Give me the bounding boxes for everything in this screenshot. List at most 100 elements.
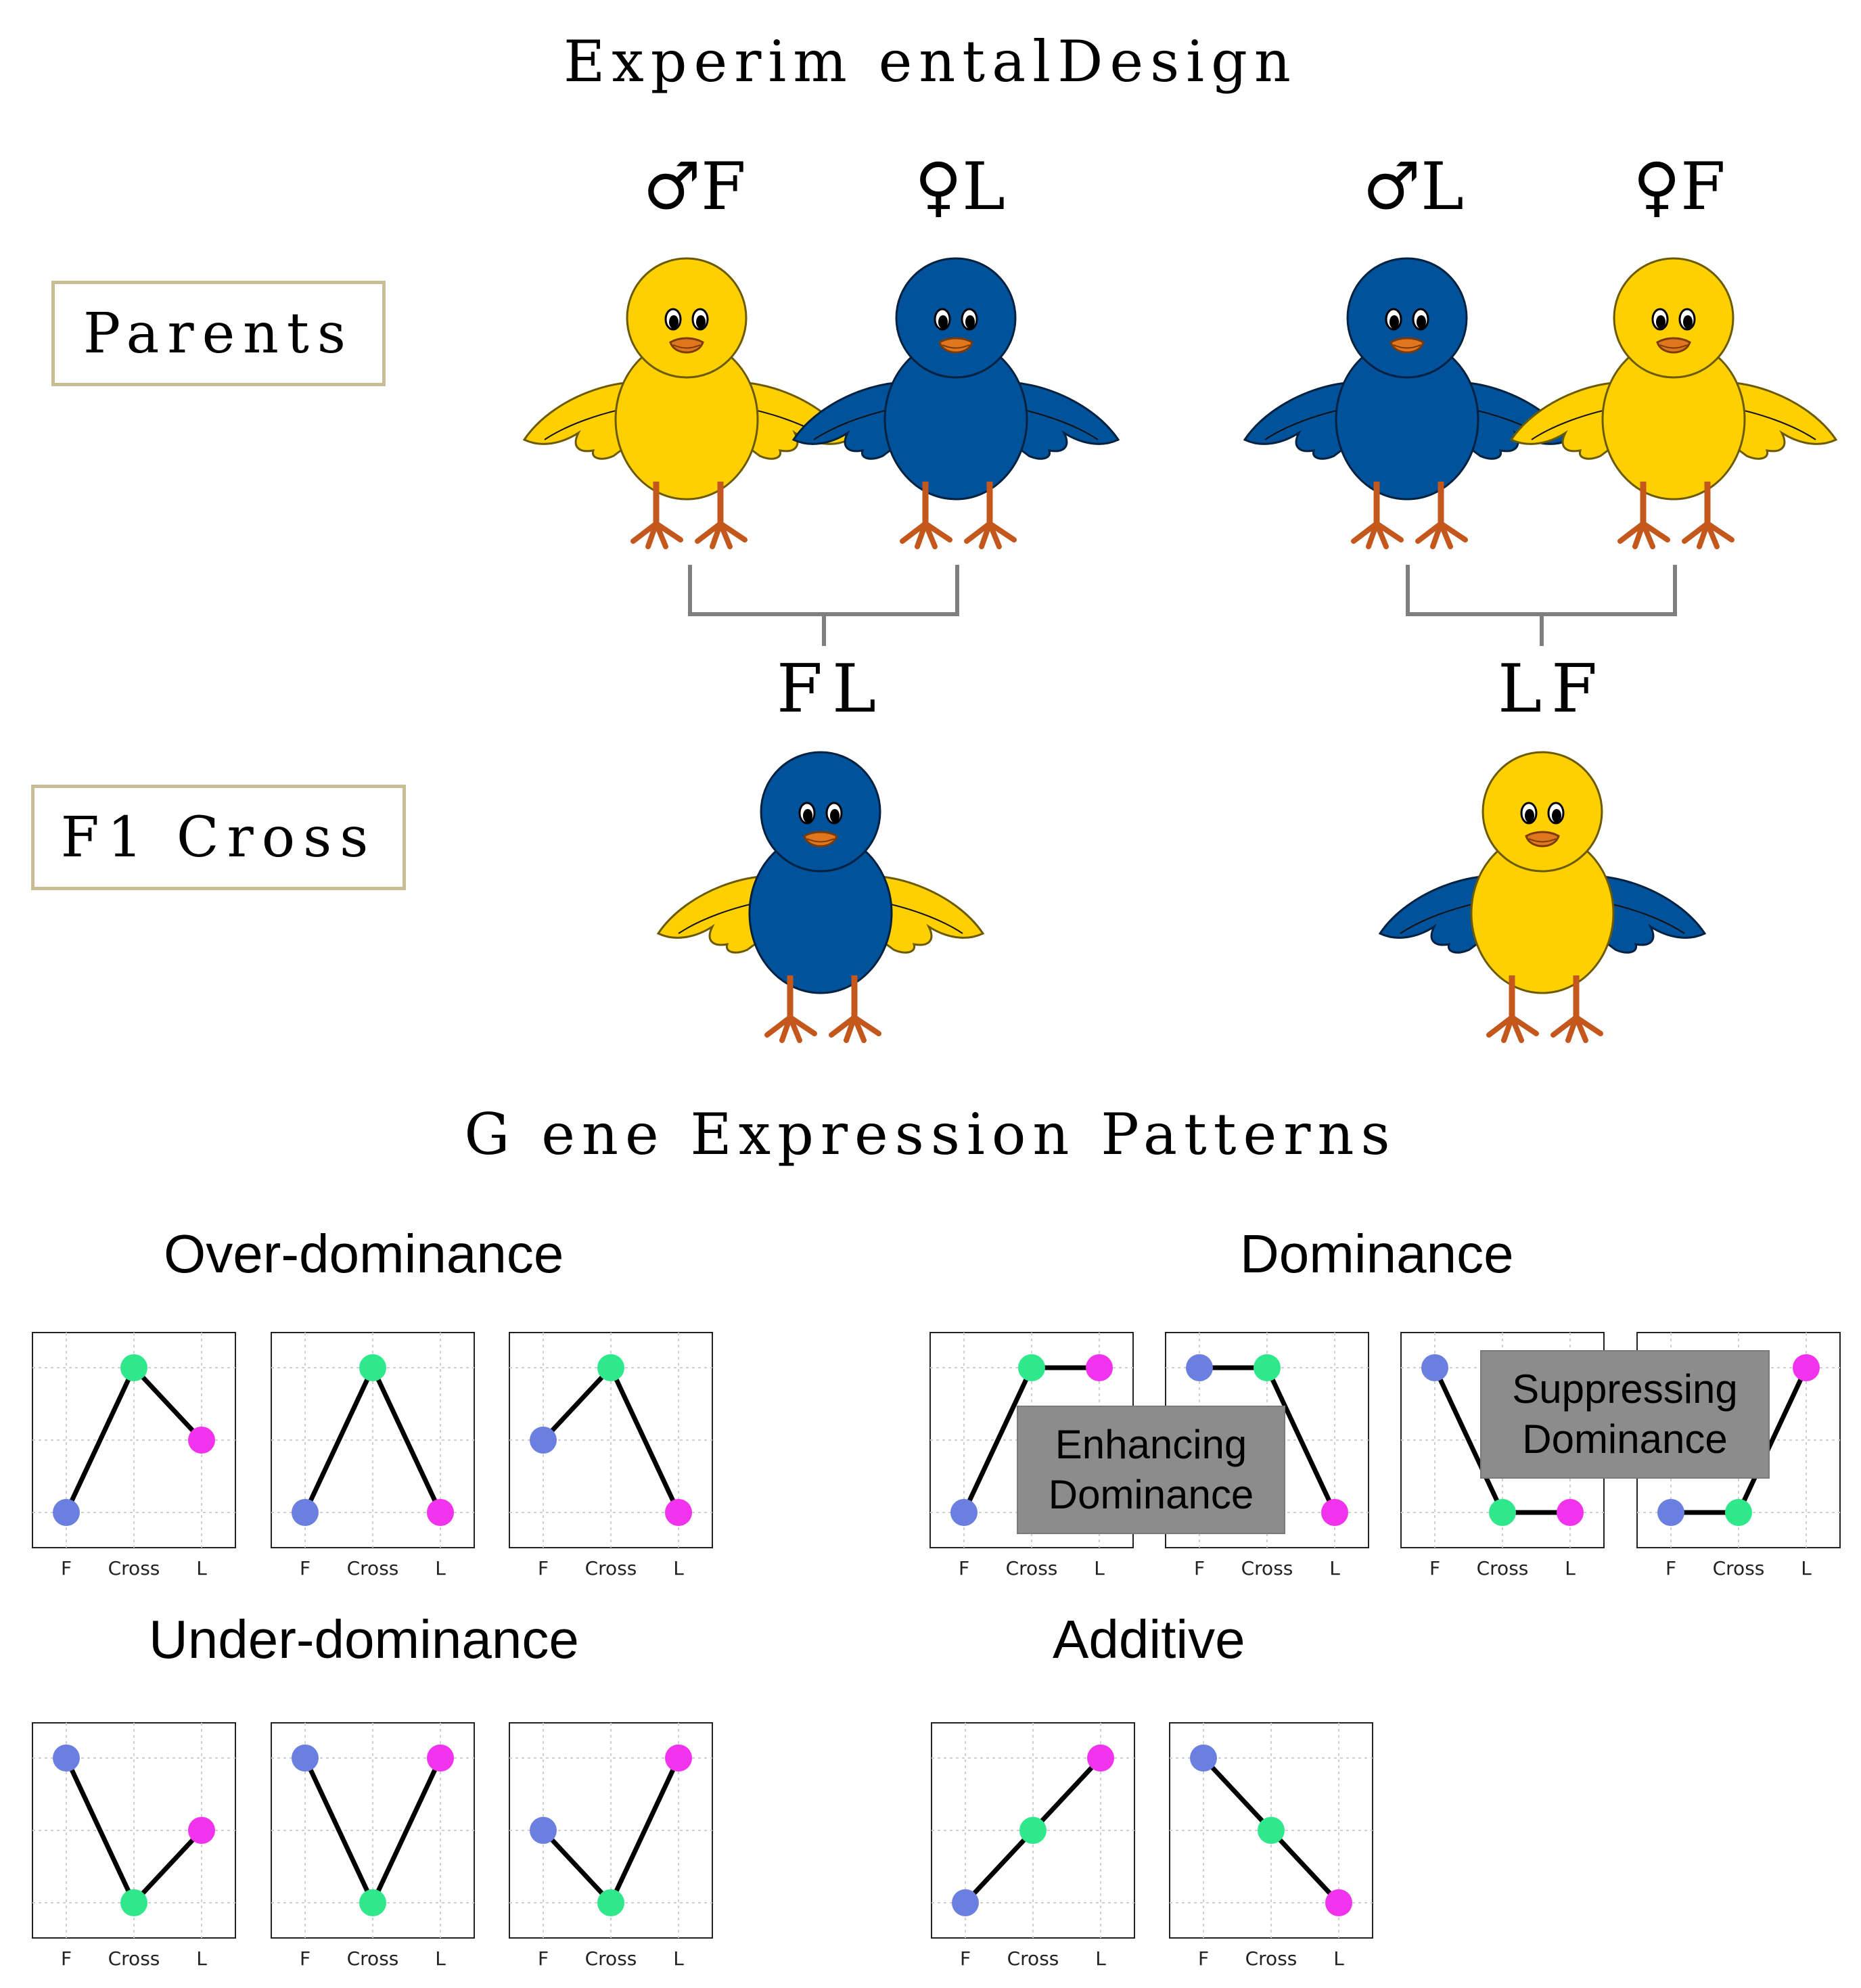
bird-f1-lf <box>1379 751 1706 1040</box>
plot-tick-label: F <box>1198 1947 1209 1970</box>
bird-f1-fl <box>657 751 984 1040</box>
plot-point-cross <box>359 1889 386 1916</box>
plot-point-l <box>427 1744 454 1772</box>
plot-tick-label: Cross <box>1713 1557 1765 1579</box>
plot-point-l <box>665 1744 692 1772</box>
plot-point-f <box>53 1744 80 1772</box>
plot-point-cross <box>1725 1499 1752 1526</box>
plot-tick-label: Cross <box>585 1557 637 1579</box>
plot-point-f <box>530 1817 557 1844</box>
plot-point-f <box>1190 1744 1217 1772</box>
plot-tick-label: F <box>538 1947 549 1970</box>
f1-cross-label: F1 Cross <box>60 805 377 870</box>
plot-tick-label: F <box>300 1557 311 1579</box>
plot-point-f <box>292 1744 319 1772</box>
bird-parent-female-l <box>792 257 1120 547</box>
plot-tick-label: L <box>1095 1947 1106 1970</box>
plot-point-l <box>427 1499 454 1526</box>
underdominance-heading: Under-dominance <box>149 1609 579 1669</box>
enhancing-dominance-callout: Enhancing Dominance <box>1017 1406 1285 1534</box>
plot-point-f <box>1421 1354 1448 1381</box>
cross-label-lf: LF <box>1498 651 1607 728</box>
enhancing-line2: Dominance <box>1048 1472 1254 1517</box>
parent-sex-male-l: ♂L <box>1362 149 1464 225</box>
plot-tick-label: Cross <box>347 1947 399 1970</box>
plot-point-cross <box>359 1354 386 1381</box>
plot-tick-label: F <box>61 1947 72 1970</box>
plot-tick-label: F <box>960 1947 971 1970</box>
plot-tick-label: L <box>435 1557 446 1579</box>
plot-point-f <box>53 1499 80 1526</box>
bird-parent-male-f <box>523 257 850 547</box>
plot-tick-label: F <box>300 1947 311 1970</box>
plot-tick-label: Cross <box>108 1557 160 1579</box>
plot-point-l <box>665 1499 692 1526</box>
suppressing-dominance-callout: Suppressing Dominance <box>1480 1350 1770 1479</box>
plot-tick-label: L <box>1333 1947 1344 1970</box>
plot-point-l <box>188 1427 215 1454</box>
plot-tick-label: L <box>435 1947 446 1970</box>
plot-point-f <box>292 1499 319 1526</box>
plot-point-l <box>188 1817 215 1844</box>
plot-point-cross <box>1254 1354 1281 1381</box>
plot-point-f <box>530 1427 557 1454</box>
parent-sex-male-f: ♂F <box>643 149 746 225</box>
dominance-heading: Dominance <box>1240 1224 1514 1284</box>
plot-point-cross <box>1019 1817 1047 1844</box>
plot-point-cross <box>120 1354 147 1381</box>
plot-tick-label: Cross <box>585 1947 637 1970</box>
plot-tick-label: L <box>1801 1557 1812 1579</box>
plot-point-l <box>1087 1744 1114 1772</box>
plot-point-l <box>1321 1499 1348 1526</box>
plot-point-cross <box>1489 1499 1516 1526</box>
birds-illustration <box>523 257 1837 1055</box>
plot-tick-label: F <box>1665 1557 1676 1579</box>
plot-tick-label: F <box>61 1557 72 1579</box>
plot-point-l <box>1793 1354 1820 1381</box>
gene-expression-patterns-title: G ene Expression Patterns <box>464 1101 1397 1168</box>
additive-heading: Additive <box>1053 1609 1245 1669</box>
plot-tick-label: F <box>1429 1557 1440 1579</box>
plot-tick-label: Cross <box>108 1947 160 1970</box>
plot-tick-label: Cross <box>1007 1947 1059 1970</box>
parents-label-box: Parents <box>51 281 386 386</box>
suppressing-line1: Suppressing <box>1512 1366 1738 1412</box>
overdominance-heading: Over-dominance <box>164 1224 564 1284</box>
plot-point-cross <box>597 1354 624 1381</box>
plot-point-l <box>1086 1354 1113 1381</box>
plot-tick-label: L <box>1329 1557 1340 1579</box>
plot-point-l <box>1557 1499 1584 1526</box>
plot-tick-label: F <box>538 1557 549 1579</box>
plot-point-f <box>1186 1354 1213 1381</box>
plot-tick-label: F <box>1194 1557 1205 1579</box>
plot-point-cross <box>597 1889 624 1916</box>
suppressing-line2: Dominance <box>1522 1416 1728 1462</box>
bracket-fl <box>688 565 959 646</box>
plot-tick-label: L <box>673 1557 684 1579</box>
f1-cross-label-box: F1 Cross <box>31 785 406 890</box>
plot-tick-label: F <box>959 1557 969 1579</box>
plot-tick-label: L <box>196 1557 207 1579</box>
plot-point-l <box>1325 1889 1352 1916</box>
plot-point-f <box>1657 1499 1684 1526</box>
plot-point-cross <box>1018 1354 1045 1381</box>
plot-tick-label: L <box>1565 1557 1576 1579</box>
plot-point-f <box>952 1889 979 1916</box>
plot-point-cross <box>1258 1817 1285 1844</box>
bird-parent-female-f <box>1510 257 1837 547</box>
plot-tick-label: L <box>1094 1557 1105 1579</box>
parent-sex-female-l: ♀L <box>915 149 1005 225</box>
enhancing-line1: Enhancing <box>1055 1422 1247 1467</box>
plot-tick-label: Cross <box>1245 1947 1297 1970</box>
experimental-design-title: Experim entalDesign <box>564 28 1297 95</box>
plot-point-f <box>950 1499 978 1526</box>
plot-tick-label: L <box>196 1947 207 1970</box>
plot-tick-label: Cross <box>1006 1557 1058 1579</box>
plot-tick-label: Cross <box>1477 1557 1529 1579</box>
parents-label: Parents <box>83 301 354 366</box>
plot-tick-label: L <box>673 1947 684 1970</box>
bracket-lf <box>1406 565 1677 646</box>
bird-parent-male-l <box>1243 257 1571 547</box>
cross-label-fl: FL <box>777 651 886 728</box>
plot-point-cross <box>120 1889 147 1916</box>
